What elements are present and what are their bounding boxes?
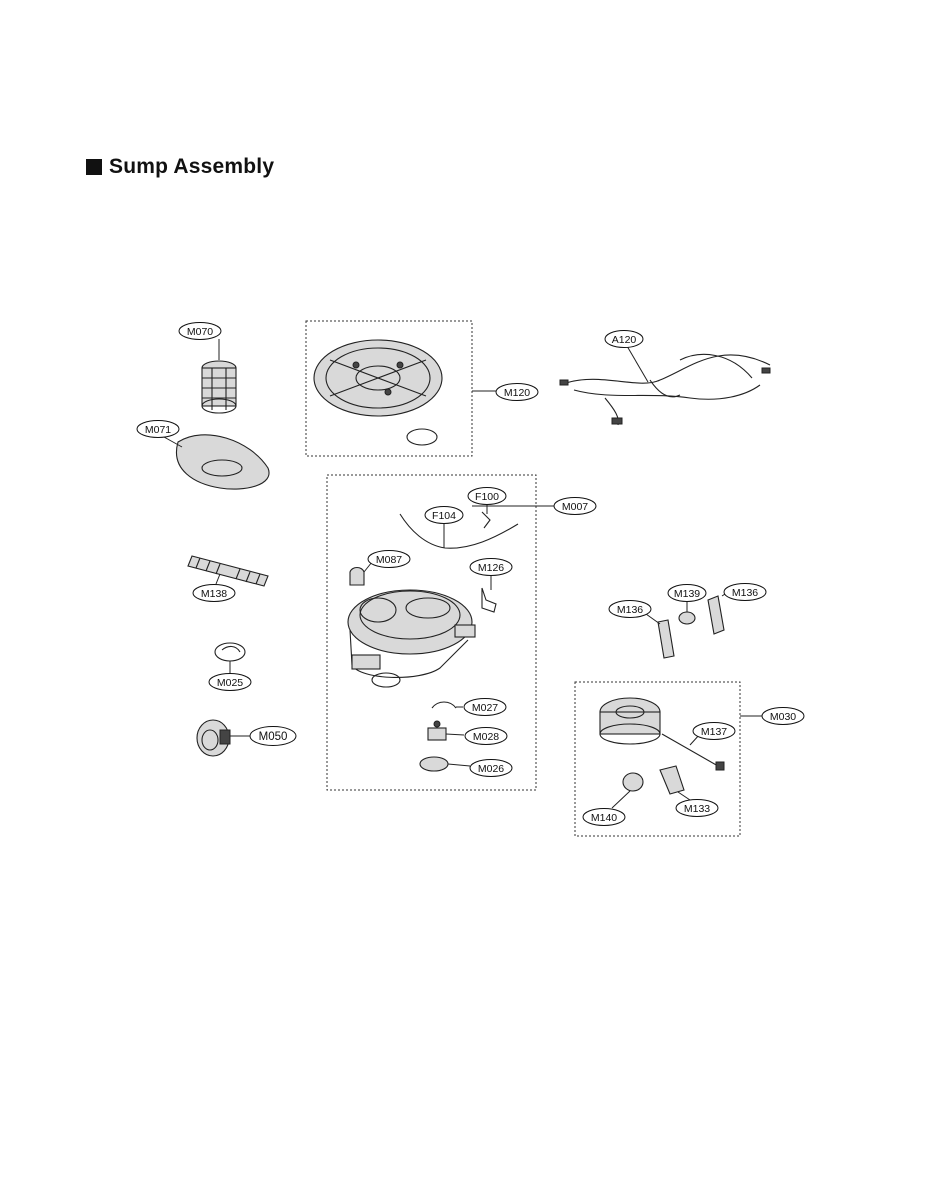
part-m030-motor: [599, 697, 762, 745]
callout-m087: M087: [367, 550, 411, 568]
part-m028: [427, 720, 465, 741]
callout-m136-right: M136: [723, 583, 767, 601]
callout-label: F104: [432, 510, 456, 522]
callout-m028: M028: [464, 727, 508, 745]
bullet-square-icon: [86, 159, 102, 175]
part-m136-left: [645, 613, 675, 659]
part-m027: [431, 701, 463, 709]
callout-m120: M120: [495, 383, 539, 401]
callout-label: M139: [674, 588, 700, 600]
callout-label: M027: [472, 702, 498, 714]
part-m139-washer: [678, 602, 696, 625]
callout-m071: M071: [136, 420, 180, 438]
callout-label: M136: [732, 587, 758, 599]
callout-label: M007: [562, 501, 588, 513]
part-m007-sump: [347, 505, 554, 688]
callout-label: M120: [504, 387, 530, 399]
part-m133-elbow: [659, 765, 691, 801]
callout-m140: M140: [582, 808, 626, 826]
callout-m137: M137: [692, 722, 736, 740]
callout-label: M126: [478, 562, 504, 574]
group-box-m120: [305, 320, 473, 457]
callout-f100: F100: [467, 487, 507, 505]
callout-label: M025: [217, 677, 243, 689]
part-m126-bracket: [481, 576, 497, 613]
callout-label: M137: [701, 726, 727, 738]
callout-label: M050: [259, 731, 288, 743]
callout-m070: M070: [178, 322, 222, 340]
part-m070-filter: [201, 339, 237, 414]
part-m026: [419, 756, 471, 772]
callout-m025: M025: [208, 673, 252, 691]
callout-label: M071: [145, 424, 171, 436]
part-a120-wire-harness: [559, 345, 771, 426]
part-f100-clip: [481, 505, 491, 529]
callout-m126: M126: [469, 558, 513, 576]
callout-m026: M026: [469, 759, 513, 777]
section-heading: Sump Assembly: [86, 155, 274, 179]
callout-f104: F104: [424, 506, 464, 524]
callout-label: M030: [770, 711, 796, 723]
callout-label: A120: [612, 334, 637, 346]
callout-m027: M027: [463, 698, 507, 716]
callout-label: M136: [617, 604, 643, 616]
callout-label: M138: [201, 588, 227, 600]
callout-label: M140: [591, 812, 617, 824]
callout-label: M028: [473, 731, 499, 743]
section-title: Sump Assembly: [109, 155, 275, 178]
group-box-m007: [326, 474, 537, 791]
callout-m139: M139: [667, 584, 707, 602]
part-m071-gasket: [163, 434, 270, 490]
callout-label: M026: [478, 763, 504, 775]
part-m120-filter-plate: [313, 339, 497, 446]
part-m050-pump: [196, 719, 250, 757]
callout-m007: M007: [553, 497, 597, 515]
part-m138-shaft: [187, 555, 269, 587]
callout-label: M087: [376, 554, 402, 566]
part-m025: [214, 642, 246, 673]
part-m087-clip: [349, 561, 373, 586]
callout-label: F100: [475, 491, 499, 503]
group-box-m030: [574, 681, 741, 837]
callout-m050: M050: [249, 726, 297, 746]
part-m136-right: [707, 591, 729, 635]
part-f104-hose: [399, 513, 519, 549]
callout-label: M133: [684, 803, 710, 815]
part-m140: [611, 772, 644, 809]
callout-m138: M138: [192, 584, 236, 602]
callout-a120: A120: [604, 330, 644, 348]
callout-m030: M030: [761, 707, 805, 725]
callout-label: M070: [187, 326, 213, 338]
callout-m133: M133: [675, 799, 719, 817]
callout-m136-left: M136: [608, 600, 652, 618]
